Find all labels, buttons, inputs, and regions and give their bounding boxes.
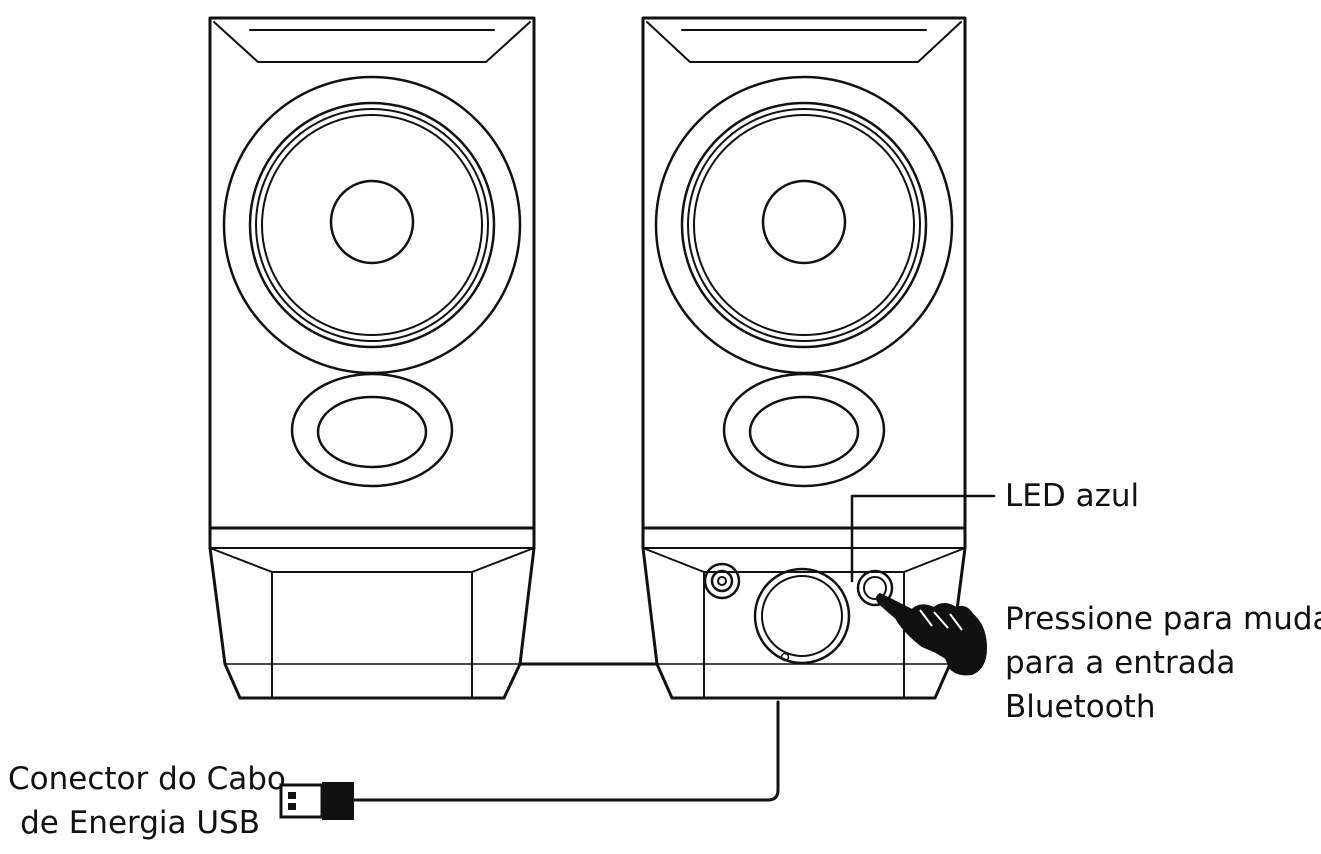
left-port-outer xyxy=(290,372,454,488)
left-woofer-outer xyxy=(222,75,522,375)
usb-cable xyxy=(352,700,780,802)
left-port-inner xyxy=(316,395,428,469)
bluetooth-button[interactable] xyxy=(856,569,894,607)
left-woofer-cap xyxy=(329,179,415,265)
volume-knob[interactable] xyxy=(753,567,851,665)
led-label: LED azul xyxy=(1005,474,1139,518)
led-leader-line xyxy=(850,494,996,583)
usb-label-line-2: de Energia USB xyxy=(20,805,260,841)
press-label-line-2: para a entrada xyxy=(1005,645,1236,681)
press-bluetooth-label: Pressione para mudar para a entrada Blue… xyxy=(1005,597,1321,729)
right-port-outer xyxy=(722,372,886,488)
usb-plug-icon xyxy=(279,782,354,820)
usb-connector-label: Conector do Cabo de Energia USB xyxy=(8,757,286,845)
press-label-line-3: Bluetooth xyxy=(1005,689,1156,725)
right-woofer-outer xyxy=(654,75,954,375)
right-speaker xyxy=(641,16,967,700)
left-speaker-base xyxy=(208,526,536,700)
right-port-inner xyxy=(748,395,860,469)
pointing-hand-icon xyxy=(876,592,988,676)
aux-jack xyxy=(703,562,741,600)
right-woofer-cap xyxy=(761,179,847,265)
press-label-line-1: Pressione para mudar xyxy=(1005,601,1321,637)
left-speaker xyxy=(208,16,536,700)
right-speaker-base xyxy=(641,526,967,700)
usb-label-line-1: Conector do Cabo xyxy=(8,761,286,797)
led-label-text: LED azul xyxy=(1005,478,1140,514)
